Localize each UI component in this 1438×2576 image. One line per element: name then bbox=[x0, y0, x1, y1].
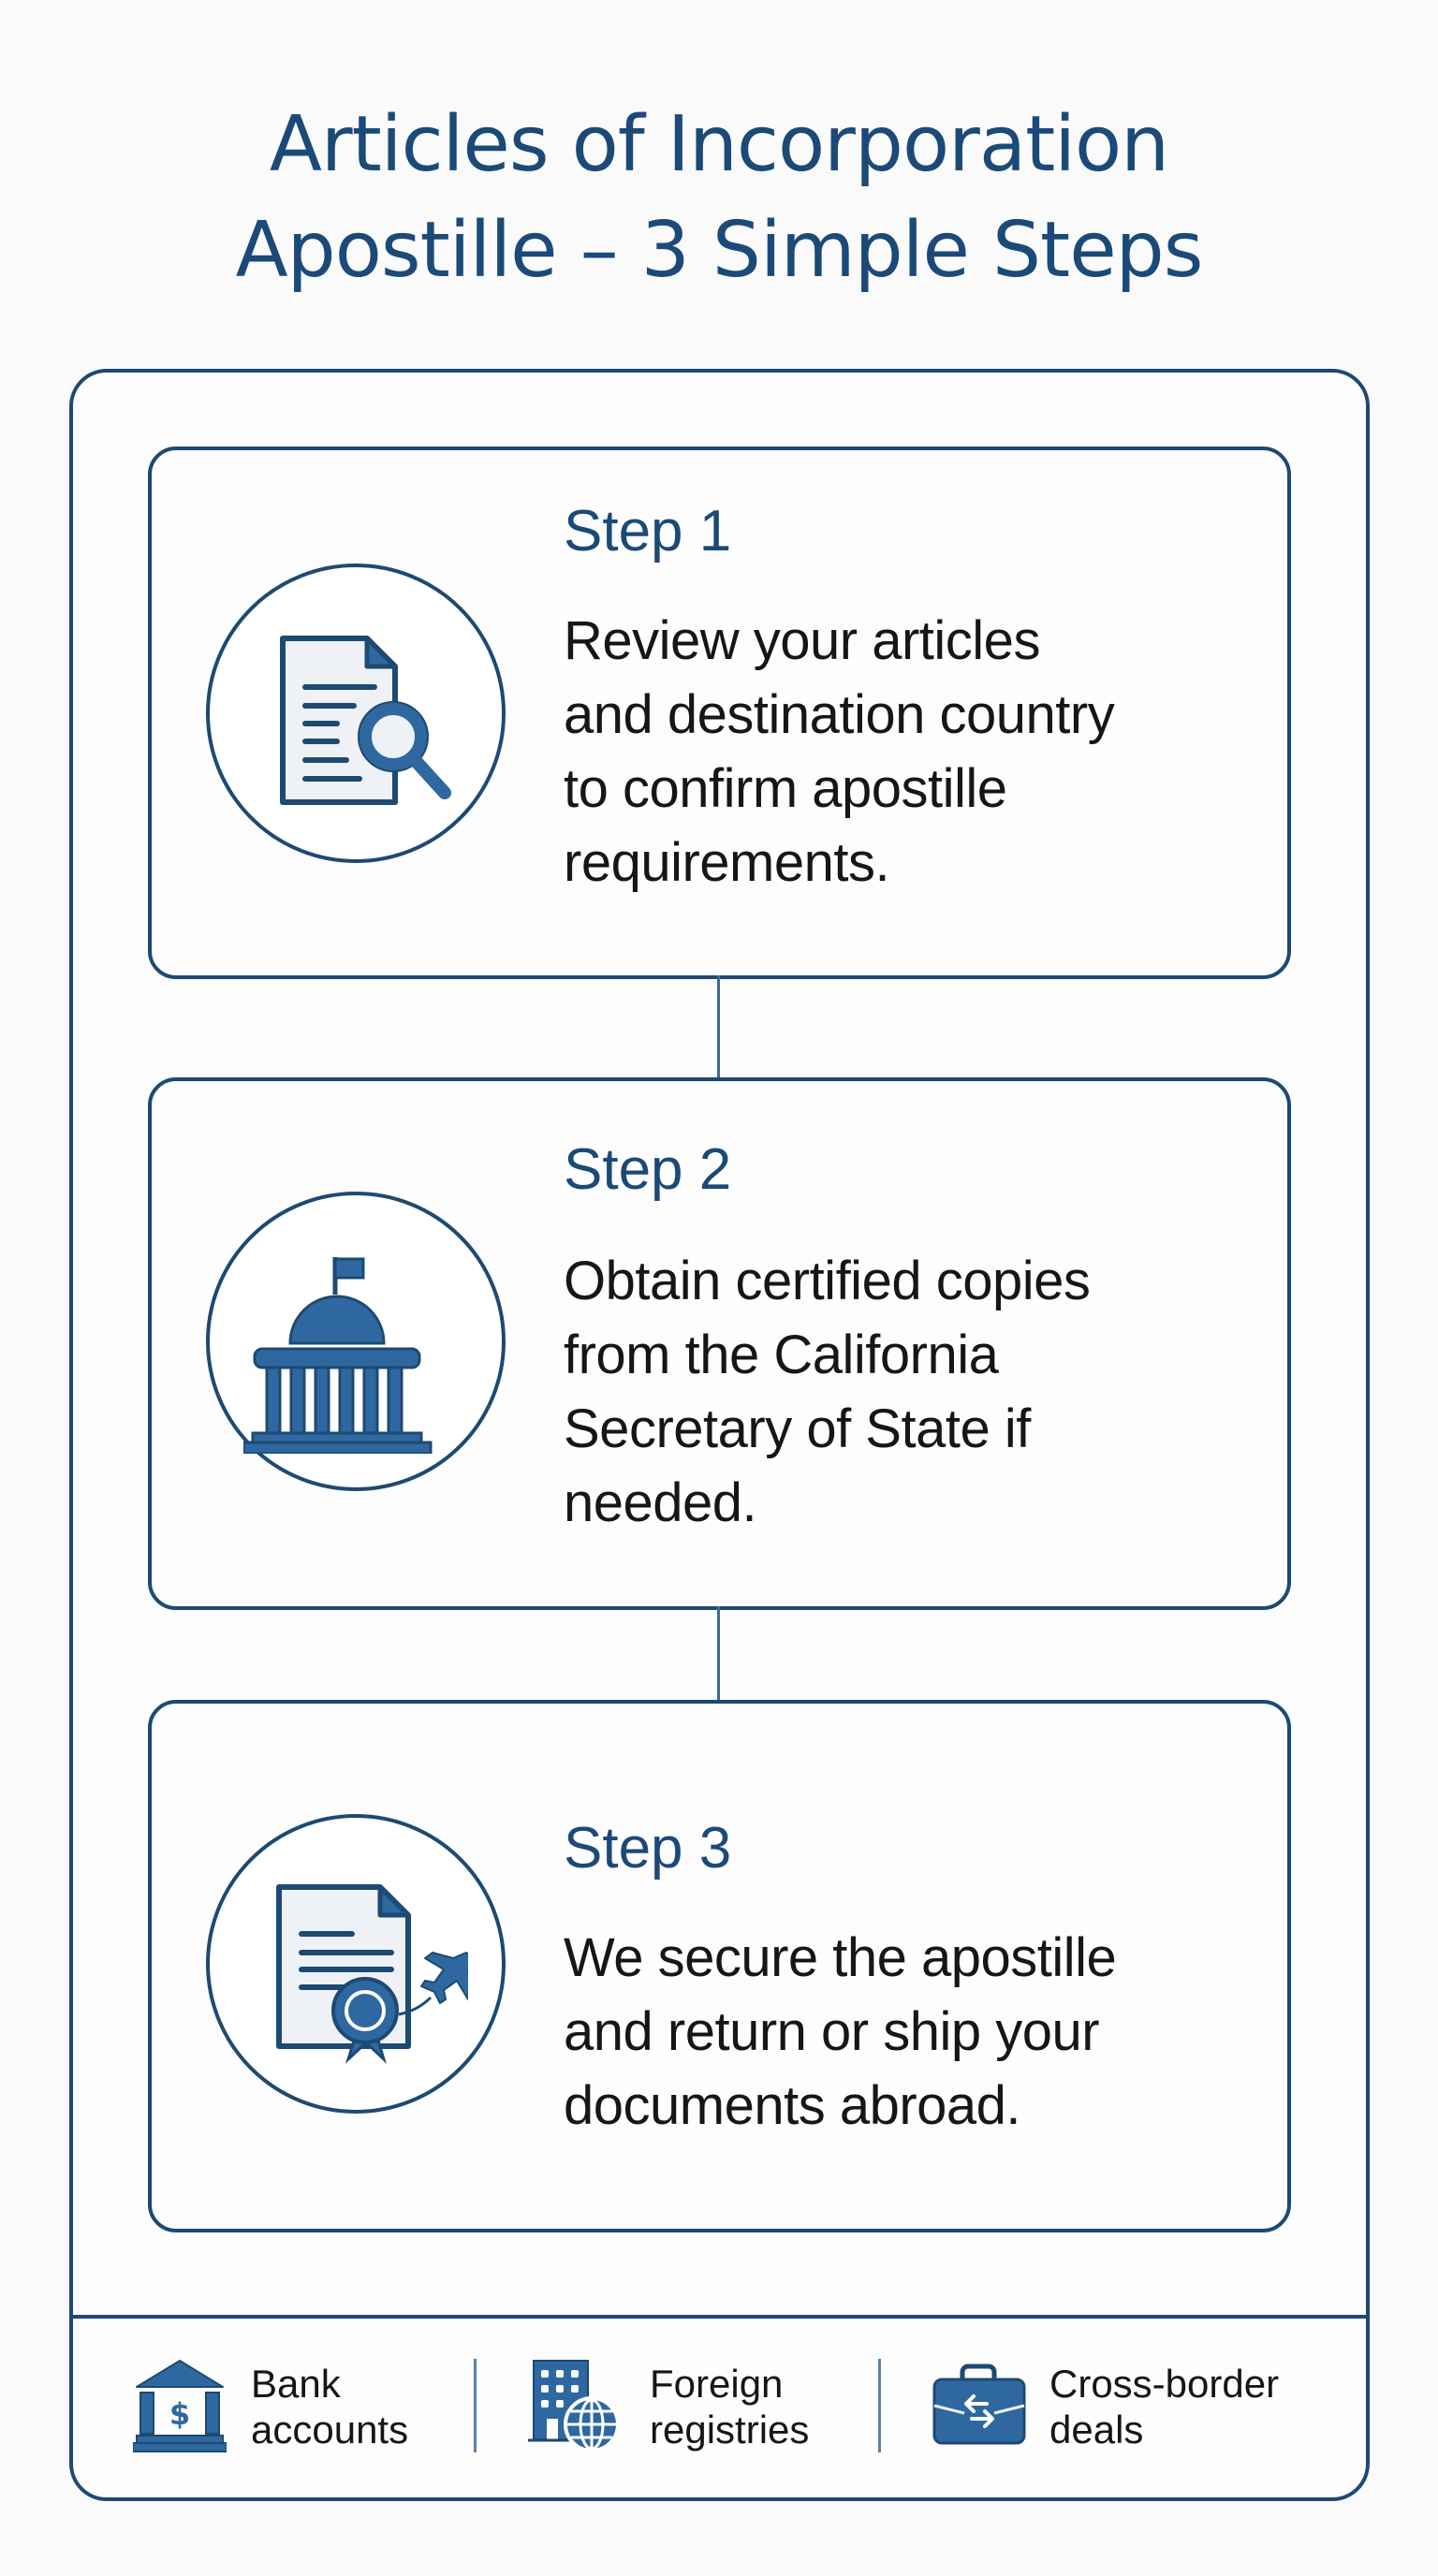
step-3-line-3: documents abroad. bbox=[564, 2075, 1021, 2136]
title-line-1: Articles of Incorporation bbox=[269, 100, 1169, 189]
step-2-description: Obtain certified copies from the Califor… bbox=[564, 1244, 1275, 1540]
footer-label-line-2: registries bbox=[650, 2408, 810, 2452]
step-2-line-3: Secretary of State if bbox=[564, 1398, 1031, 1459]
footer-item-foreign-registries: Foreign registries bbox=[526, 2349, 863, 2462]
footer-separator-2 bbox=[878, 2359, 881, 2452]
page-title: Articles of Incorporation Apostille – 3 … bbox=[0, 92, 1438, 303]
connector-1-2 bbox=[717, 975, 720, 1079]
title-line-2: Apostille – 3 Simple Steps bbox=[235, 206, 1204, 295]
footer-label-line-1: Foreign bbox=[650, 2362, 784, 2406]
footer-label-line-2: deals bbox=[1049, 2408, 1144, 2452]
step-2-line-2: from the California bbox=[564, 1325, 999, 1385]
step-1-line-3: to confirm apostille bbox=[564, 758, 1007, 819]
step-3-line-2: and return or ship your bbox=[564, 2001, 1100, 2062]
connector-2-3 bbox=[717, 1606, 720, 1702]
building-globe-icon bbox=[528, 2360, 620, 2452]
footer-label-line-1: Cross-border bbox=[1049, 2362, 1280, 2406]
footer-label-foreign-registries: Foreign registries bbox=[650, 2361, 809, 2452]
footer-label-cross-border-deals: Cross-border deals bbox=[1049, 2361, 1279, 2452]
step-2-title: Step 2 bbox=[564, 1137, 732, 1202]
footer-item-cross-border-deals: Cross-border deals bbox=[932, 2349, 1326, 2462]
step-1-line-2: and destination country bbox=[564, 684, 1115, 745]
footer-label-line-2: accounts bbox=[251, 2408, 409, 2452]
svg-text:$: $ bbox=[169, 2396, 190, 2432]
step-3-title: Step 3 bbox=[564, 1816, 732, 1881]
step-3-description: We secure the apostille and return or sh… bbox=[564, 1921, 1275, 2143]
step-1-description: Review your articles and destination cou… bbox=[564, 604, 1275, 900]
step-3-line-1: We secure the apostille bbox=[564, 1927, 1117, 1988]
footer-divider bbox=[69, 2315, 1370, 2319]
footer-label-bank-accounts: Bank accounts bbox=[251, 2361, 408, 2452]
step-card-2: Step 2 Obtain certified copies from the … bbox=[148, 1077, 1291, 1610]
step-card-1: Step 1 Review your articles and destinat… bbox=[148, 446, 1291, 979]
government-building-icon bbox=[243, 1257, 433, 1454]
step-card-3: Step 3 We secure the apostille and retur… bbox=[148, 1700, 1291, 2232]
step-1-icon-circle bbox=[206, 564, 506, 863]
step-3-icon-circle bbox=[206, 1814, 506, 2114]
step-1-line-4: requirements. bbox=[564, 832, 890, 893]
document-search-icon bbox=[280, 636, 451, 805]
step-2-line-4: needed. bbox=[564, 1472, 757, 1533]
briefcase-exchange-icon bbox=[932, 2364, 1026, 2445]
step-1-title: Step 1 bbox=[564, 499, 732, 564]
bank-icon: $ bbox=[133, 2360, 227, 2452]
step-2-icon-circle bbox=[206, 1192, 506, 1491]
footer-separator-1 bbox=[474, 2359, 477, 2452]
step-1-line-1: Review your articles bbox=[564, 610, 1040, 671]
footer-item-bank-accounts: $ Bank accounts bbox=[133, 2349, 451, 2462]
certificate-airplane-icon bbox=[276, 1884, 468, 2064]
step-2-line-1: Obtain certified copies bbox=[564, 1251, 1091, 1311]
footer-label-line-1: Bank bbox=[251, 2362, 341, 2406]
